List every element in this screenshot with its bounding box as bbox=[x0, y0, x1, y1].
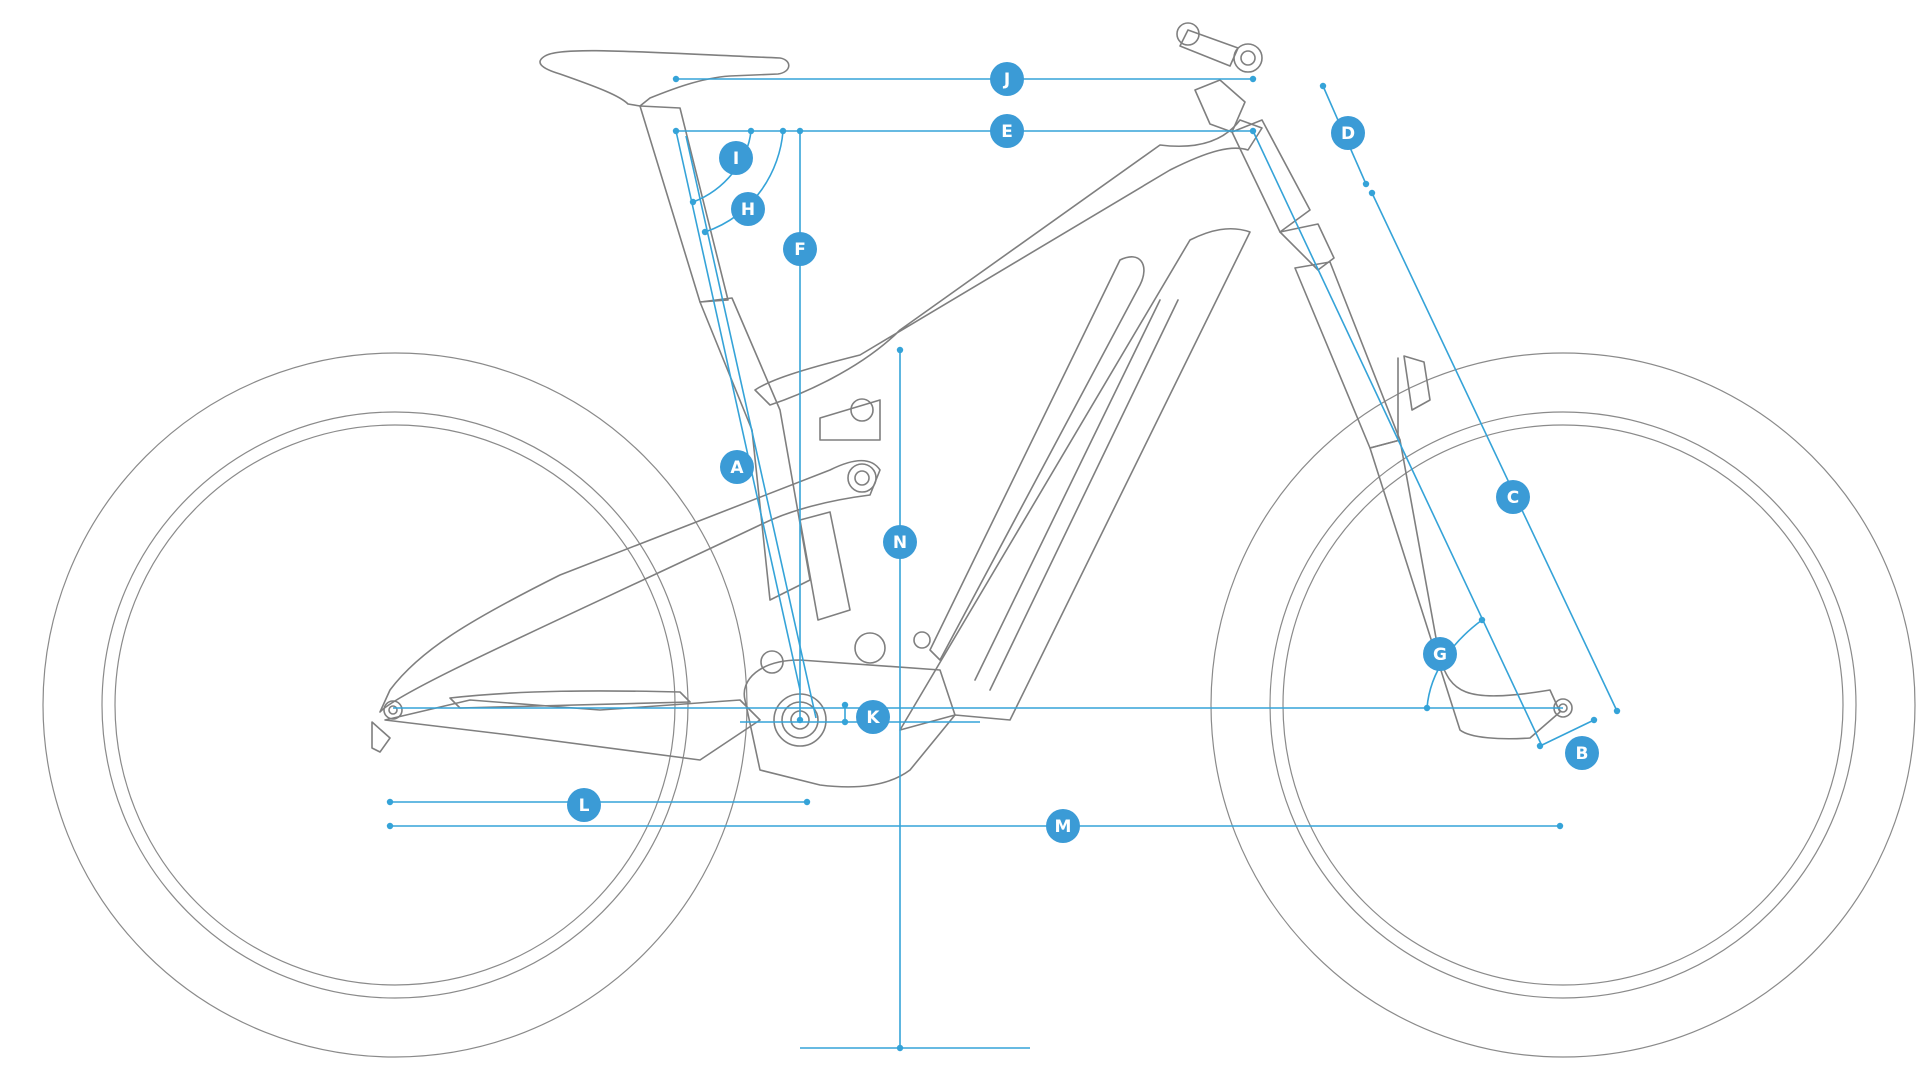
motor-housing bbox=[743, 659, 956, 788]
fork-guard bbox=[1403, 355, 1431, 411]
badge-b-label: B bbox=[1576, 744, 1589, 764]
badge-l: L bbox=[567, 788, 601, 822]
badge-g: G bbox=[1423, 637, 1457, 671]
fork-lower bbox=[1369, 439, 1561, 740]
badge-e: E bbox=[990, 114, 1024, 148]
badge-h: H bbox=[731, 192, 765, 226]
derailleur-hanger bbox=[371, 721, 391, 753]
badge-a: A bbox=[720, 450, 754, 484]
top-tube bbox=[754, 119, 1263, 406]
badge-j-label: J bbox=[1003, 70, 1010, 90]
badge-h-label: H bbox=[741, 200, 755, 220]
rear-wheel bbox=[42, 352, 748, 1058]
handlebar bbox=[1179, 29, 1239, 67]
badge-c: C bbox=[1496, 480, 1530, 514]
badge-l-label: L bbox=[579, 796, 590, 816]
rear-shock bbox=[799, 511, 851, 621]
badge-d: D bbox=[1331, 116, 1365, 150]
badge-m: M bbox=[1046, 809, 1080, 843]
down-tube bbox=[899, 227, 1251, 731]
seatpost bbox=[639, 105, 729, 303]
badge-n-label: N bbox=[893, 533, 907, 553]
chain-stay bbox=[384, 699, 761, 761]
badge-j: J bbox=[990, 62, 1024, 96]
badge-k: K bbox=[856, 700, 890, 734]
seat-stay bbox=[379, 459, 881, 713]
badge-g-label: G bbox=[1433, 645, 1447, 665]
badge-i-label: I bbox=[733, 149, 739, 169]
badge-f-label: F bbox=[794, 240, 806, 260]
front-wheel bbox=[1210, 352, 1916, 1058]
badge-m-label: M bbox=[1055, 817, 1072, 837]
head-tube bbox=[1231, 119, 1311, 233]
chainguard bbox=[449, 690, 691, 709]
badge-f: F bbox=[783, 232, 817, 266]
measurement-dots bbox=[386, 75, 1621, 1052]
fork-upper bbox=[1279, 223, 1335, 271]
badge-d-label: D bbox=[1341, 124, 1355, 144]
badge-a-label: A bbox=[730, 458, 744, 478]
measurement-lines bbox=[390, 78, 1618, 1049]
rocker-link bbox=[819, 399, 881, 441]
seat-tube bbox=[699, 297, 811, 601]
bike-frame bbox=[371, 22, 1573, 788]
fork-stanchion bbox=[1294, 261, 1401, 449]
stem bbox=[1194, 79, 1246, 133]
badge-c-label: C bbox=[1507, 488, 1519, 508]
badge-k-label: K bbox=[866, 708, 880, 728]
badge-e-label: E bbox=[1001, 122, 1013, 142]
badge-n: N bbox=[883, 525, 917, 559]
badge-i: I bbox=[719, 141, 753, 175]
badge-b: B bbox=[1565, 736, 1599, 770]
